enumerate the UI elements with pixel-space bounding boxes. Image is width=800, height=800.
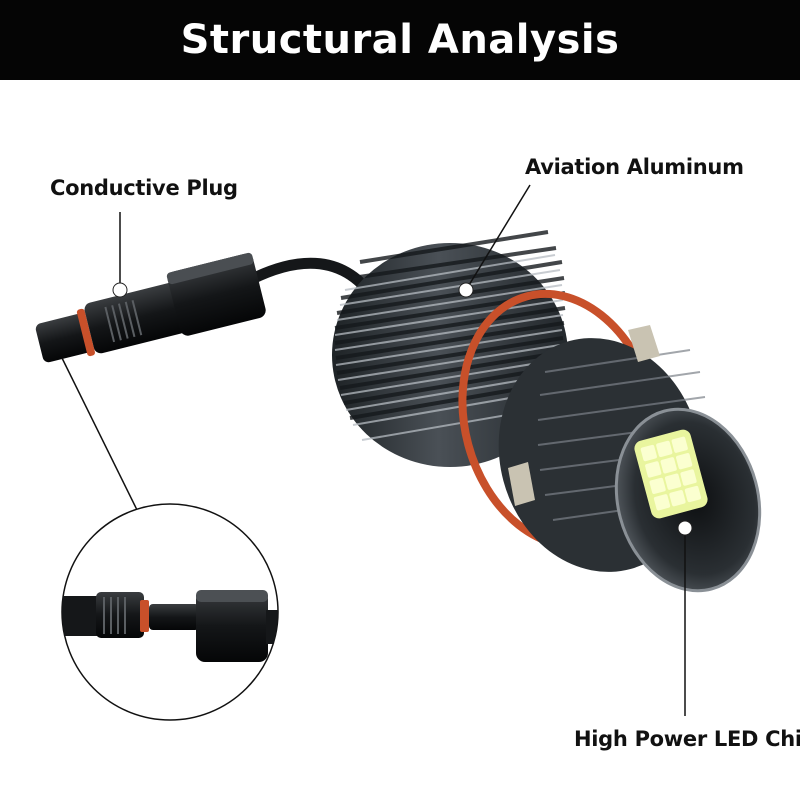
mounting-tab (628, 325, 660, 362)
label-led-chip: High Power LED Chip (574, 727, 800, 751)
title-banner: Structural Analysis (0, 0, 800, 80)
mounting-tab (508, 462, 535, 506)
page-title: Structural Analysis (180, 17, 620, 63)
callout-marker (112, 282, 128, 298)
label-conductive-plug: Conductive Plug (50, 176, 238, 200)
callout-marker (677, 520, 693, 536)
callout-marker (458, 282, 474, 298)
connector-detail-zoom (61, 503, 279, 721)
label-aviation-aluminum: Aviation Aluminum (525, 155, 744, 179)
conductive-plug (35, 252, 266, 363)
led-chip (634, 429, 708, 519)
